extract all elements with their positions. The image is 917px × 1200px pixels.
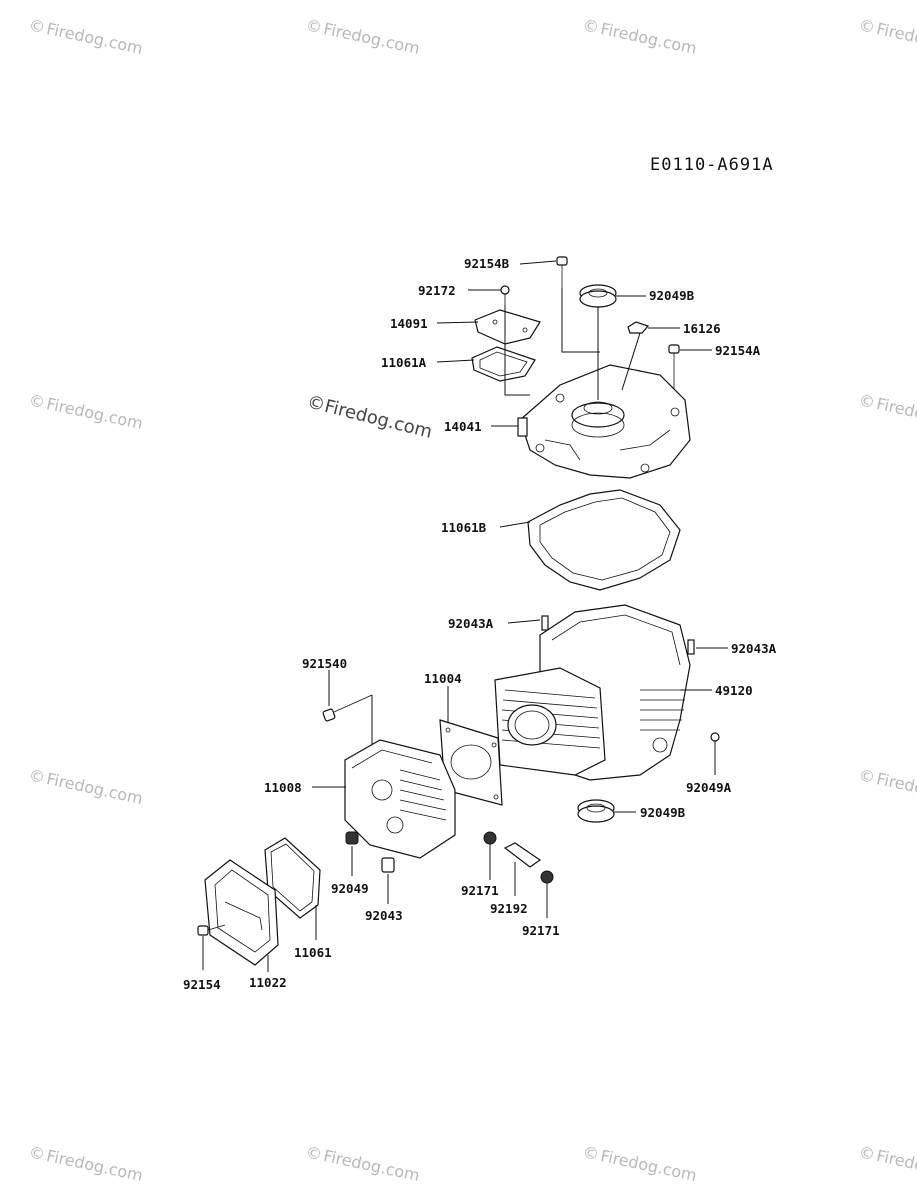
- watermark-symbol: ©: [857, 765, 877, 787]
- crankcase-cover-14041-drawing: [517, 364, 691, 479]
- part-label-92049B-bottom: 92049B: [640, 805, 686, 820]
- part-label-92154A: 92154A: [715, 343, 761, 358]
- pin-92043A-right-drawing: [687, 639, 695, 655]
- watermark-symbol: ©: [27, 15, 47, 37]
- watermark-text: Firedog.com: [322, 1146, 422, 1185]
- watermark: © Firedog.com: [857, 1142, 917, 1185]
- screw-92172-drawing: [500, 285, 510, 305]
- part-label-921540: 921540: [302, 656, 347, 671]
- watermark-symbol: ©: [27, 1142, 47, 1164]
- watermark-symbol: ©: [581, 1142, 601, 1164]
- watermark-text: Firedog.com: [45, 394, 145, 433]
- crankcase-49120-drawing: [494, 604, 691, 781]
- part-labels: 92154B 92049B 92172 14091 16126 11061A 9…: [183, 256, 777, 992]
- part-label-14041: 14041: [444, 419, 482, 434]
- part-label-92154: 92154: [183, 977, 221, 992]
- rocker-cover-11022-drawing: [204, 859, 279, 966]
- watermark-symbol: ©: [304, 15, 324, 37]
- cylinder-head-11008-drawing: [344, 739, 456, 859]
- watermark-text: Firedog.com: [875, 769, 917, 808]
- part-label-11008: 11008: [264, 780, 302, 795]
- clamp-92171-right-drawing: [540, 870, 554, 884]
- watermark-text: Firedog.com: [45, 769, 145, 808]
- part-92043-drawing: [381, 857, 395, 873]
- watermark-text: Firedog.com: [599, 1146, 699, 1185]
- clamp-92171-left-drawing: [483, 831, 497, 845]
- bolt-921540-drawing: [322, 694, 373, 722]
- pin-92043A-left-drawing: [541, 615, 549, 631]
- part-label-92049: 92049: [331, 881, 369, 896]
- part-drawings: [197, 256, 720, 966]
- watermark-symbol: ©: [304, 1142, 324, 1164]
- leader-lines: [202, 260, 728, 972]
- watermark-text: Firedog.com: [599, 19, 699, 58]
- gasket-11061A-drawing: [471, 346, 536, 382]
- gasket-11004-drawing: [439, 719, 503, 806]
- part-label-49120: 49120: [715, 683, 753, 698]
- watermark: © Firedog.com: [581, 1142, 698, 1185]
- part-label-92043A-left: 92043A: [448, 616, 494, 631]
- watermark-text: Firedog.com: [322, 396, 434, 443]
- watermark: © Firedog.com: [27, 765, 144, 808]
- watermark-text: Firedog.com: [45, 19, 145, 58]
- part-label-11022: 11022: [249, 975, 287, 990]
- part-label-11061: 11061: [294, 945, 332, 960]
- watermark-symbol: ©: [857, 15, 877, 37]
- seal-92049B-top-drawing: [579, 284, 617, 308]
- bolt-92154-drawing: [197, 924, 226, 936]
- part-label-92043: 92043: [365, 908, 403, 923]
- part-label-14091: 14091: [390, 316, 428, 331]
- watermark-symbol: ©: [857, 1142, 877, 1164]
- hose-92192-drawing: [503, 842, 542, 868]
- cover-14091-drawing: [474, 309, 541, 345]
- part-label-92171-left: 92171: [461, 883, 499, 898]
- part-label-92043A-right: 92043A: [731, 641, 777, 656]
- part-label-11004: 11004: [424, 671, 462, 686]
- watermark-text: Firedog.com: [875, 394, 917, 433]
- watermark-symbol: ©: [857, 390, 877, 412]
- part-92049-drawing: [345, 831, 359, 845]
- bolt-92154A-drawing: [668, 344, 680, 405]
- watermark: © Firedog.com: [27, 1142, 144, 1185]
- part-label-11061A: 11061A: [381, 355, 427, 370]
- part-label-92154B: 92154B: [464, 256, 510, 271]
- watermark-center: © Firedog.com: [305, 391, 434, 442]
- watermark-text: Firedog.com: [875, 19, 917, 58]
- part-label-92192: 92192: [490, 901, 528, 916]
- watermark: © Firedog.com: [857, 390, 917, 433]
- part-label-11061B: 11061B: [441, 520, 487, 535]
- gasket-11061B-drawing: [527, 489, 681, 591]
- bolt-92154B-drawing: [556, 256, 568, 288]
- seal-92049B-bottom-drawing: [577, 799, 615, 823]
- diagram-code: E0110-A691A: [650, 155, 774, 175]
- watermark-text: Firedog.com: [875, 1146, 917, 1185]
- part-92049A-drawing: [710, 732, 720, 742]
- watermark-symbol: ©: [581, 15, 601, 37]
- watermark-symbol: ©: [27, 390, 47, 412]
- watermark-symbol: ©: [305, 391, 328, 416]
- watermark-text: Firedog.com: [322, 19, 422, 58]
- watermark: © Firedog.com: [304, 15, 421, 58]
- part-label-92172: 92172: [418, 283, 456, 298]
- part-label-92049B-top: 92049B: [649, 288, 695, 303]
- part-label-92049A: 92049A: [686, 780, 732, 795]
- watermark: © Firedog.com: [857, 15, 917, 58]
- watermark-symbol: ©: [27, 765, 47, 787]
- part-label-92171-right: 92171: [522, 923, 560, 938]
- watermark: © Firedog.com: [27, 390, 144, 433]
- part-label-16126: 16126: [683, 321, 721, 336]
- part-16126-drawing: [627, 321, 650, 334]
- watermark-text: Firedog.com: [45, 1146, 145, 1185]
- watermark: © Firedog.com: [581, 15, 698, 58]
- watermark: © Firedog.com: [857, 765, 917, 808]
- watermark-group: © Firedog.com © Firedog.com © Firedog.co…: [27, 15, 917, 1185]
- watermark: © Firedog.com: [304, 1142, 421, 1185]
- watermark: © Firedog.com: [27, 15, 144, 58]
